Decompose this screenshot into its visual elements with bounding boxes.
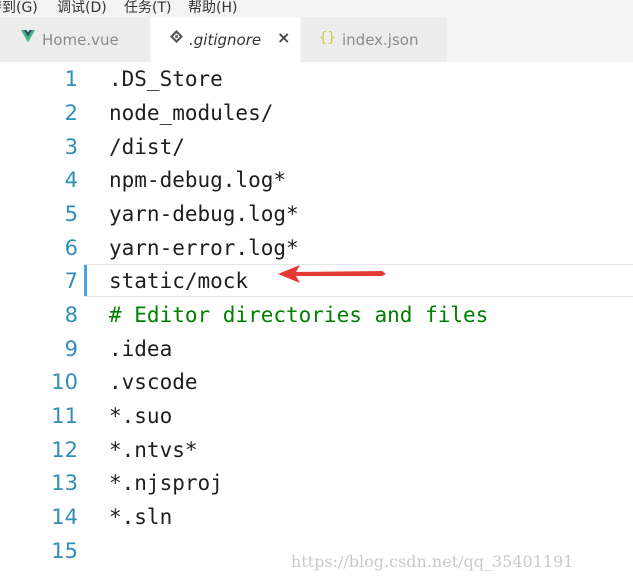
red-arrow-annotation: [278, 265, 386, 283]
code-text: static/mock: [109, 269, 249, 293]
tab-label: Home.vue: [42, 31, 119, 49]
code-line[interactable]: 13 *.njsproj: [0, 466, 633, 500]
code-text: .DS_Store: [109, 67, 223, 91]
code-text: *.ntvs*: [109, 438, 198, 462]
code-text: *.sln: [109, 505, 173, 529]
code-line[interactable]: 12 *.ntvs*: [0, 433, 633, 467]
code-text: npm-debug.log*: [109, 168, 287, 192]
line-number: 5: [64, 202, 78, 226]
line-number: 2: [64, 101, 78, 125]
code-line[interactable]: 14 *.sln: [0, 500, 633, 534]
vue-icon: [21, 30, 35, 47]
code-text: .idea: [109, 337, 173, 361]
code-line[interactable]: 11 *.suo: [0, 399, 633, 433]
code-line-current[interactable]: 7 static/mock: [0, 264, 633, 298]
code-text: yarn-debug.log*: [109, 202, 299, 226]
code-text: node_modules/: [109, 101, 274, 125]
code-line[interactable]: 3 /dist/: [0, 130, 633, 164]
line-number: 14: [51, 505, 78, 529]
watermark: https://blog.csdn.net/qq_35401191: [291, 552, 574, 571]
modified-line-indicator: [84, 265, 87, 296]
line-number: 12: [51, 438, 78, 462]
line-number: 15: [51, 539, 78, 563]
code-line[interactable]: 2 node_modules/: [0, 96, 633, 130]
close-icon[interactable]: ×: [277, 28, 291, 47]
line-number: 11: [51, 404, 78, 428]
current-line-highlight: [84, 264, 633, 297]
line-number: 9: [64, 337, 78, 361]
line-number: 6: [64, 236, 78, 260]
gitignore-icon: [170, 30, 183, 48]
code-line[interactable]: 10 .vscode: [0, 365, 633, 399]
menu-help[interactable]: 帮助(H): [188, 0, 238, 16]
code-line[interactable]: 6 yarn-error.log*: [0, 231, 633, 265]
tab-gitignore[interactable]: .gitignore ×: [151, 17, 301, 62]
code-line[interactable]: 4 npm-debug.log*: [0, 163, 633, 197]
comment-text: # Editor directories and files: [109, 303, 489, 327]
code-text: .vscode: [109, 370, 198, 394]
line-number: 1: [64, 67, 78, 91]
code-line[interactable]: 1 .DS_Store: [0, 62, 633, 96]
tab-label: .gitignore: [189, 31, 262, 49]
line-number: 7: [64, 269, 78, 293]
tab-label: index.json: [342, 31, 419, 49]
code-line[interactable]: 9 .idea: [0, 332, 633, 366]
line-number: 4: [64, 168, 78, 192]
code-line[interactable]: 8 # Editor directories and files: [0, 298, 633, 332]
menu-goto[interactable]: 转到(G): [0, 0, 38, 16]
code-editor[interactable]: 1 .DS_Store 2 node_modules/ 3 /dist/ 4 n…: [0, 62, 633, 586]
line-number: 8: [64, 303, 78, 327]
menu-tasks[interactable]: 任务(T): [124, 0, 172, 16]
code-text: /dist/: [109, 135, 185, 159]
menu-bar: 转到(G) 调试(D) 任务(T) 帮助(H): [0, 0, 633, 17]
line-number: 10: [51, 370, 78, 394]
line-number: 3: [64, 135, 78, 159]
code-text: *.njsproj: [109, 471, 223, 495]
code-line[interactable]: 15: [0, 534, 633, 568]
code-text: *.suo: [109, 404, 173, 428]
tab-index-json[interactable]: {} index.json: [302, 17, 448, 62]
code-line[interactable]: 5 yarn-debug.log*: [0, 197, 633, 231]
tab-home-vue[interactable]: Home.vue: [0, 17, 150, 62]
line-number: 13: [51, 471, 78, 495]
json-braces-icon: {}: [319, 30, 336, 46]
code-text: yarn-error.log*: [109, 236, 299, 260]
menu-debug[interactable]: 调试(D): [57, 0, 107, 16]
tab-bar: Home.vue .gitignore × {} index.json: [0, 17, 633, 62]
